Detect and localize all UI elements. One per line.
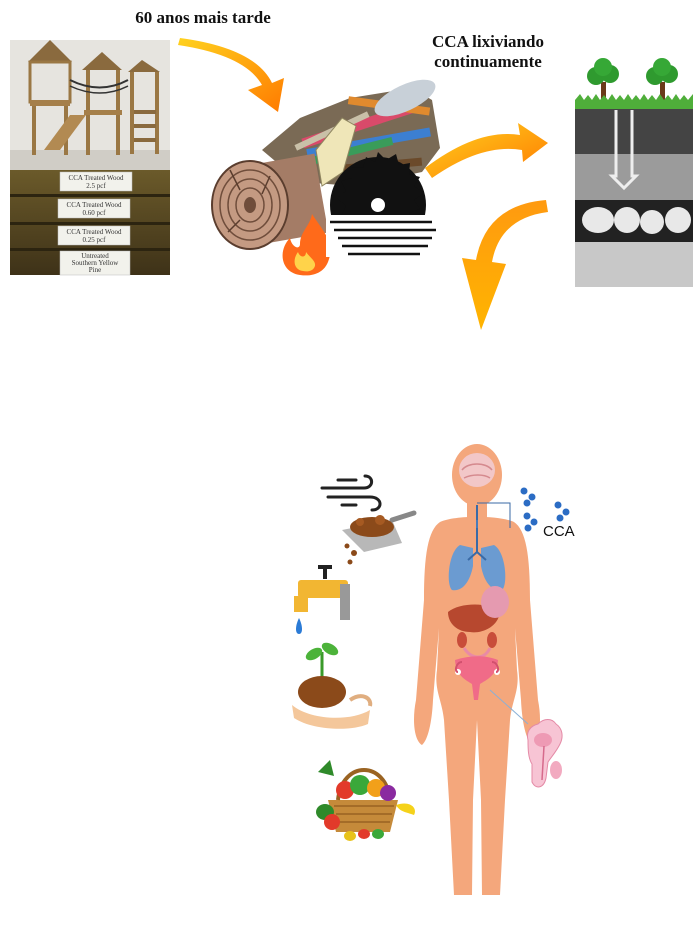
wood-label-3-line2: 0.25 pcf [83, 236, 107, 244]
caption-cca-leaching-line1: CCA lixiviando [408, 32, 568, 52]
wood-label-3-line1: CCA Treated Wood [67, 228, 122, 236]
arrow-to-human [462, 200, 548, 330]
male-organ-icon [527, 720, 562, 787]
arrow-to-soil [425, 123, 548, 178]
playground-icon [10, 40, 170, 170]
cca-label: CCA [543, 522, 593, 542]
plant-soil-hand-icon [292, 640, 370, 729]
water-tap-icon [294, 565, 350, 634]
wind-dust-icon [322, 476, 414, 565]
food-basket-icon [316, 760, 415, 841]
caption-cca-leaching-line2: continuamente [408, 52, 568, 72]
wood-label-4-line3: Pine [89, 266, 101, 274]
wood-label-2-line1: CCA Treated Wood [67, 201, 122, 209]
wood-label-1-line2: 2.5 pcf [86, 182, 106, 190]
wood-label-2-line2: 0.60 pcf [83, 209, 107, 217]
arrow-to-waste [178, 38, 284, 112]
wood-label-1-line1: CCA Treated Wood [69, 174, 124, 182]
caption-60-years-later: 60 anos mais tarde [118, 8, 288, 28]
treated-wood-samples-icon: CCA Treated Wood 2.5 pcf CCA Treated Woo… [10, 170, 170, 275]
caption-cca-leaching: CCA lixiviando continuamente [408, 32, 568, 72]
soil-profile-icon [575, 58, 693, 288]
human-body-icon [414, 444, 540, 895]
